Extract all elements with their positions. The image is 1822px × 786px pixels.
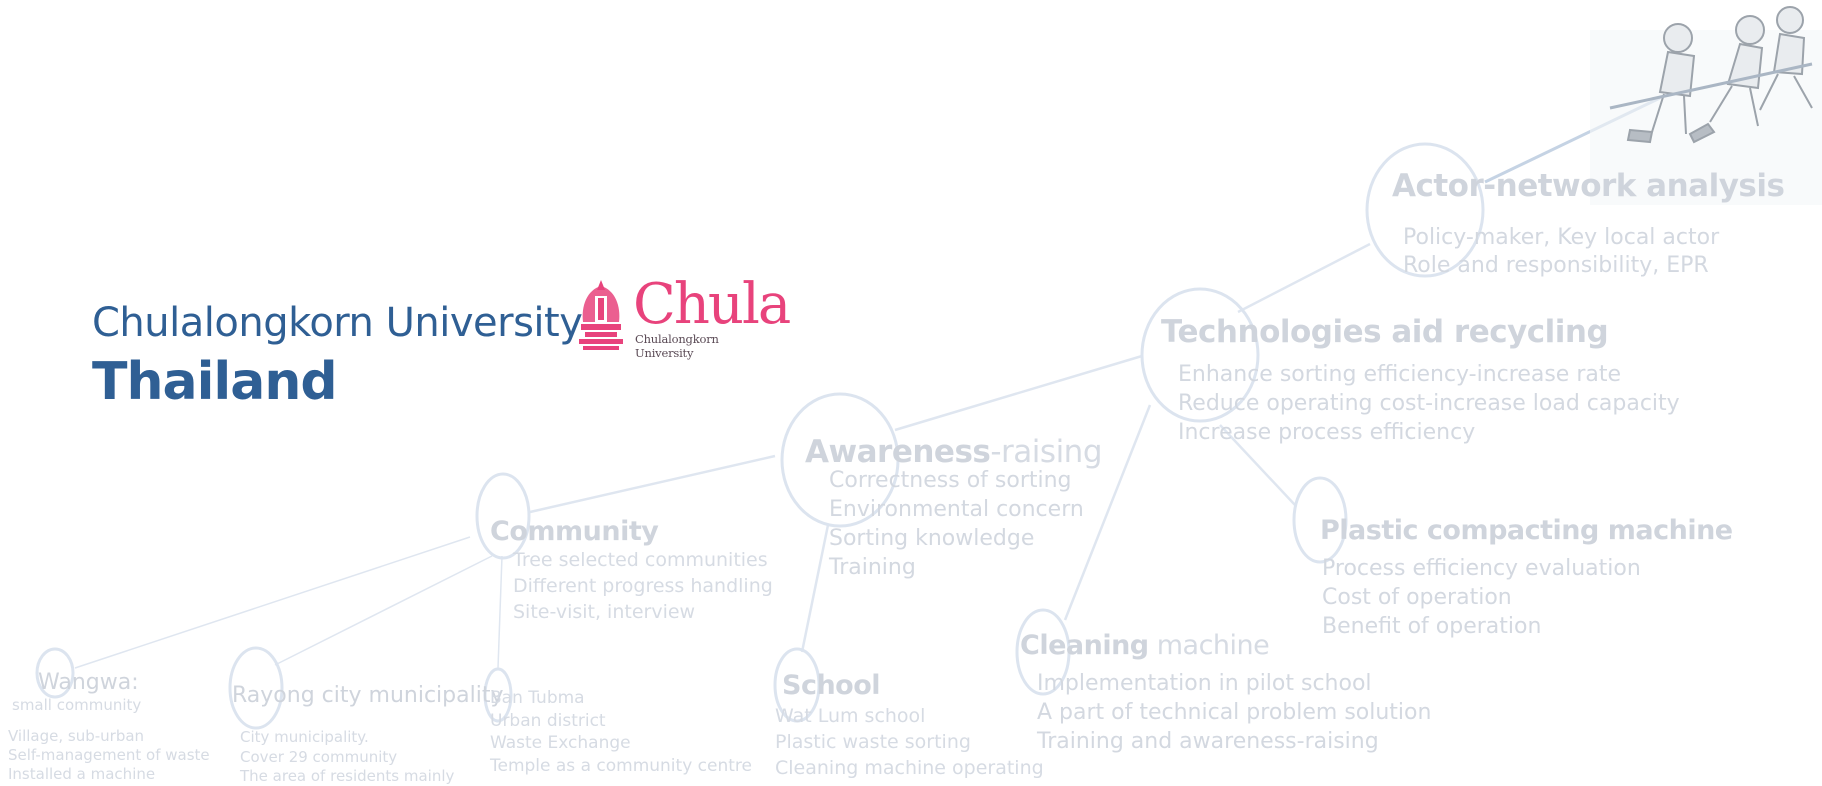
university-name: Chulalongkorn University: [92, 300, 583, 346]
cleaning-title: Cleaning machine: [1020, 630, 1270, 661]
cleaning-item: Implementation in pilot school: [1037, 671, 1372, 696]
school-title: School: [782, 670, 881, 701]
node-circle-cleaning: [1015, 608, 1071, 696]
country-name: Thailand: [92, 352, 338, 412]
wangwa-title: Wangwa:: [38, 670, 139, 695]
plastic-title: Plastic compacting machine: [1320, 515, 1733, 546]
node-circle-rayong: [228, 646, 284, 730]
bantubma-item: Urban district: [490, 711, 606, 731]
chula-logo-subtitle: Chulalongkorn University: [635, 332, 719, 360]
connector-awareness-community: [529, 454, 776, 514]
awareness-title-rest: -raising: [990, 434, 1103, 470]
node-circle-bantubma: [483, 667, 513, 723]
bantubma-item: Temple as a community centre: [490, 756, 752, 776]
node-circle-technologies: [1140, 287, 1260, 423]
cleaning-title-bold: Cleaning: [1020, 630, 1149, 661]
connector-tech-plastic: [1219, 424, 1296, 506]
chula-emblem-icon: [579, 280, 623, 350]
rayong-title: Rayong city municipality: [232, 683, 504, 708]
node-circle-school: [773, 647, 821, 723]
community-item: Tree selected communities: [513, 549, 768, 571]
children-tug-of-war-icon: [1590, 6, 1822, 205]
bantubma-item: Ban Tubma: [490, 688, 585, 708]
node-circle-community: [475, 472, 531, 560]
connector-tech-awareness: [894, 354, 1143, 432]
connector-actor-tech: [1237, 242, 1371, 314]
rayong-item: City municipality.: [240, 728, 369, 746]
awareness-item: Correctness of sorting: [829, 468, 1072, 493]
node-circle-actor: [1365, 142, 1485, 278]
cleaning-item: Training and awareness-raising: [1037, 729, 1379, 754]
bantubma-item: Waste Exchange: [490, 733, 631, 753]
plastic-item: Benefit of operation: [1322, 614, 1542, 639]
technologies-item: Increase process efficiency: [1178, 420, 1476, 445]
technologies-item: Enhance sorting efficiency-increase rate: [1178, 362, 1622, 387]
awareness-item: Sorting knowledge: [829, 526, 1035, 551]
school-item: Cleaning machine operating: [775, 757, 1044, 779]
connector-awareness-school: [800, 524, 830, 653]
community-title: Community: [490, 516, 659, 547]
node-circle-wangwa: [35, 647, 75, 699]
chula-logo-wordmark: Chula: [633, 272, 791, 337]
node-circle-awareness: [780, 392, 900, 528]
rayong-item: The area of residents mainly: [240, 767, 455, 785]
connector-tech-cleaning: [1063, 404, 1152, 621]
wangwa-item: Village, sub-urban: [8, 727, 145, 745]
wangwa-subtitle: small community: [12, 696, 142, 714]
technologies-title: Technologies aid recycling: [1161, 314, 1609, 350]
plastic-item: Cost of operation: [1322, 585, 1512, 610]
node-circle-plastic: [1292, 476, 1348, 564]
school-item: Wat Lum school: [775, 705, 926, 727]
awareness-item: Training: [829, 555, 916, 580]
chula-logo: Chula Chulalongkorn University: [575, 272, 791, 360]
cleaning-item: A part of technical problem solution: [1037, 700, 1432, 725]
connector-community-bantubma: [497, 555, 503, 669]
plastic-item: Process efficiency evaluation: [1322, 556, 1641, 581]
connector-community-rayong: [274, 555, 493, 666]
school-item: Plastic waste sorting: [775, 731, 971, 753]
awareness-title-bold: Awareness: [805, 434, 991, 470]
rayong-item: Cover 29 community: [240, 748, 398, 766]
actor-network-title: Actor-network analysis: [1392, 168, 1785, 204]
community-item: Site-visit, interview: [513, 601, 696, 623]
actor-network-item: Role and responsibility, EPR: [1403, 253, 1709, 278]
awareness-item: Environmental concern: [829, 497, 1084, 522]
actor-network-item: Policy-maker, Key local actor: [1403, 225, 1720, 250]
awareness-title: Awareness-raising: [805, 434, 1103, 470]
connector-community-wangwa: [74, 536, 471, 669]
wangwa-item: Self-management of waste: [8, 746, 210, 764]
community-item: Different progress handling: [513, 575, 773, 597]
wangwa-item: Installed a machine: [8, 765, 156, 783]
cleaning-title-rest: machine: [1148, 630, 1270, 661]
technologies-item: Reduce operating cost-increase load capa…: [1178, 391, 1680, 416]
